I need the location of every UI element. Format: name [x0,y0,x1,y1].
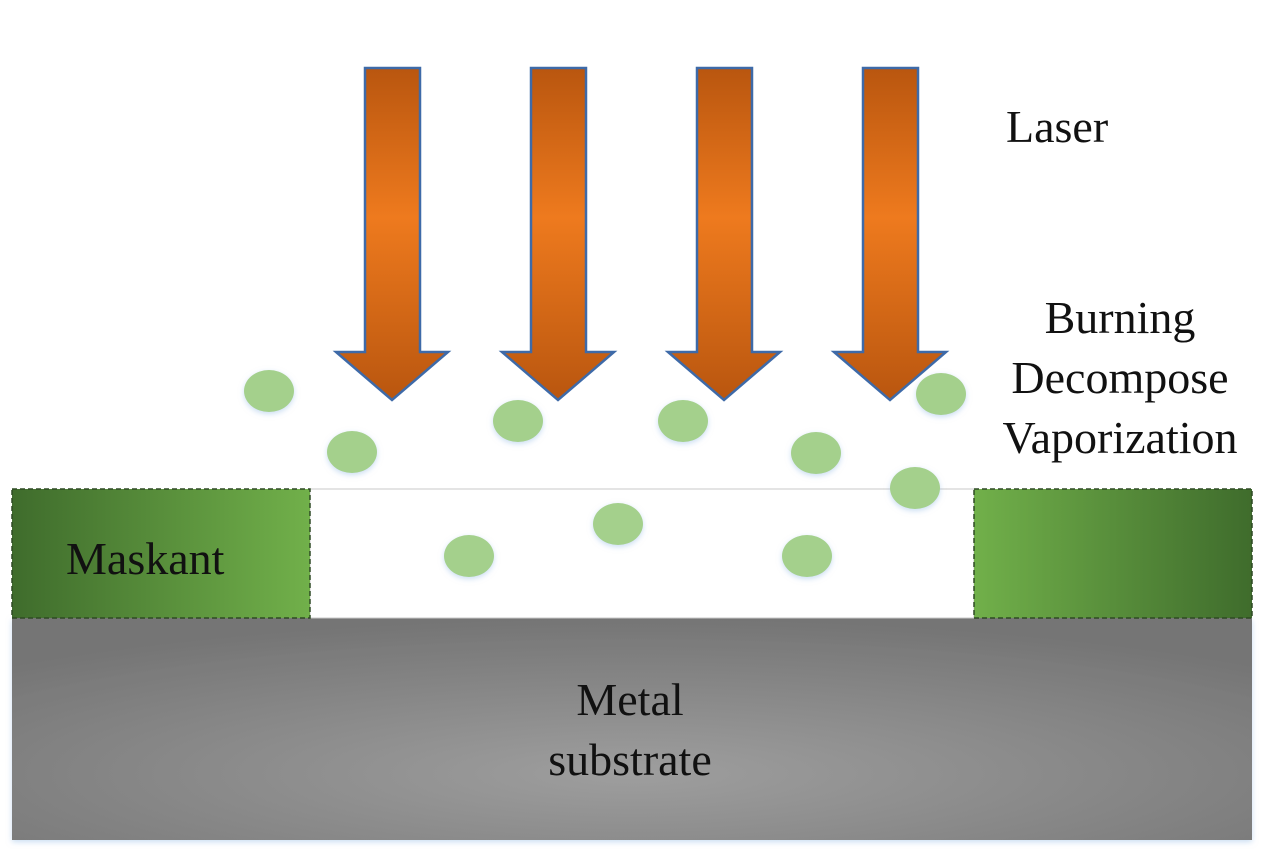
particle-icon [782,535,832,577]
maskant-right [973,488,1253,619]
laser-arrow-icon [830,66,950,402]
particles [244,370,966,577]
particle-icon [244,370,294,412]
effect-vaporization: Vaporization [1002,412,1238,463]
laser-arrows [332,66,950,402]
particle-icon [493,400,543,442]
maskant-left [11,488,311,619]
laser-arrow-icon [332,66,452,402]
maskant-label: Maskant [66,533,225,584]
particle-icon [890,467,940,509]
laser-arrow-icon [498,66,618,402]
laser-arrow-icon [664,66,784,402]
effect-decompose: Decompose [1011,352,1229,403]
metal-label-line1: Metal [576,674,684,725]
ablated-region [309,488,975,619]
metal-label-line2: substrate [548,734,712,785]
particle-icon [593,503,643,545]
particle-icon [444,535,494,577]
particle-icon [916,373,966,415]
metal-substrate-label: Metal substrate [480,670,780,790]
laser-label: Laser [1006,101,1109,152]
metal-substrate [12,618,1252,840]
process-effects-label: Burning Decompose Vaporization [960,288,1280,468]
effect-burning: Burning [1044,292,1196,343]
particle-icon [791,432,841,474]
particle-icon [658,400,708,442]
particle-icon [327,431,377,473]
